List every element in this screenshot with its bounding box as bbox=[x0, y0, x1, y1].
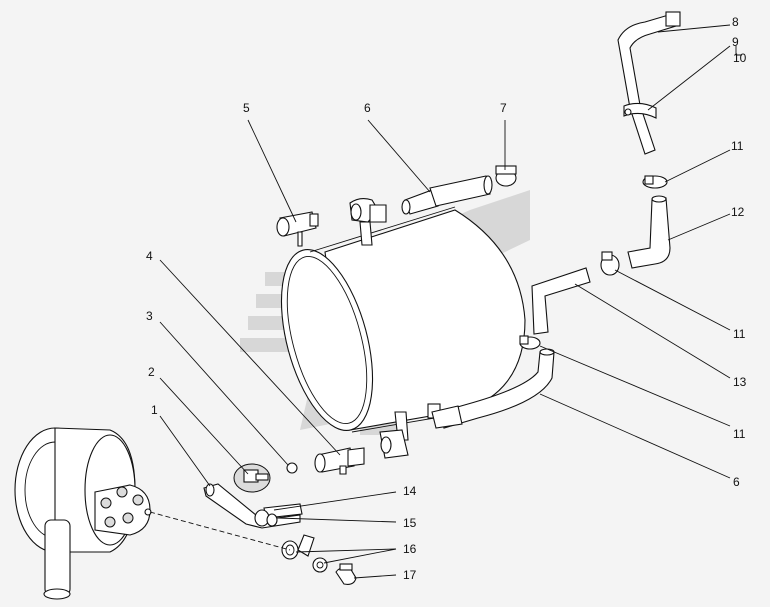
callout-6-top: 6 bbox=[364, 101, 371, 115]
clamp-part-11-mid bbox=[600, 251, 620, 276]
clamp-part-7 bbox=[495, 165, 517, 187]
callout-14: 14 bbox=[403, 484, 417, 498]
callout-1: 1 bbox=[151, 403, 158, 417]
hose-part-13 bbox=[531, 267, 591, 335]
plug-part-17 bbox=[335, 563, 357, 585]
callout-11-mid: 11 bbox=[733, 327, 746, 341]
hose-part-6-top bbox=[401, 175, 493, 215]
callout-2: 2 bbox=[148, 365, 155, 379]
callout-3: 3 bbox=[146, 309, 153, 323]
nut-part-3 bbox=[286, 462, 298, 474]
callout-6-bottom: 6 bbox=[733, 475, 740, 489]
callout-13: 13 bbox=[733, 375, 747, 389]
clamp-part-11-top bbox=[642, 175, 668, 189]
leader-lines bbox=[159, 24, 742, 579]
callout-15: 15 bbox=[403, 516, 417, 530]
valve-part-5 bbox=[276, 211, 319, 247]
hose-part-8 bbox=[617, 11, 681, 155]
callout-labels: 1 2 3 4 5 6 6 7 8 9 10 11 11 11 12 13 14… bbox=[146, 15, 747, 582]
callout-12: 12 bbox=[731, 205, 745, 219]
washer-part-16 bbox=[281, 534, 328, 573]
callout-16: 16 bbox=[403, 542, 417, 556]
callout-7: 7 bbox=[500, 101, 507, 115]
elbow-hose-part-12 bbox=[627, 195, 671, 269]
fitting-part-2 bbox=[233, 463, 271, 493]
valve-part-4 bbox=[314, 447, 365, 475]
pump-assembly bbox=[14, 427, 152, 600]
callout-10: 10 bbox=[733, 51, 747, 65]
pipe-part-1 bbox=[203, 483, 301, 529]
nut-part-15 bbox=[254, 509, 278, 527]
callout-8: 8 bbox=[732, 15, 739, 29]
callout-11-low: 11 bbox=[733, 427, 746, 441]
callout-5: 5 bbox=[243, 101, 250, 115]
water-tank bbox=[280, 197, 526, 459]
callout-17: 17 bbox=[403, 568, 417, 582]
hose-part-6-bottom bbox=[431, 348, 555, 429]
callout-4: 4 bbox=[146, 249, 153, 263]
assembly-dashed-line bbox=[149, 511, 291, 551]
callout-9: 9 bbox=[732, 35, 739, 49]
callout-11-top: 11 bbox=[731, 139, 744, 153]
clamp-part-11-low bbox=[519, 335, 541, 350]
